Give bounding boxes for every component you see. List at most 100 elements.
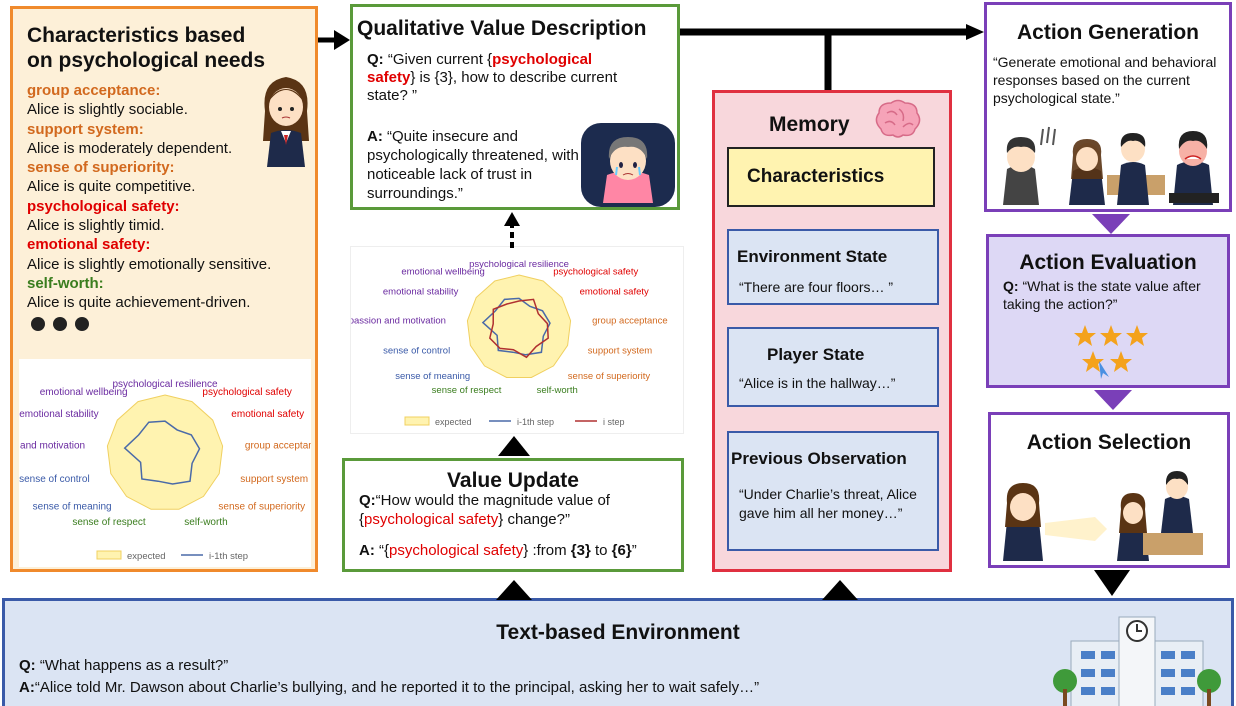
need-desc: Alice is moderately dependent.: [27, 139, 233, 157]
legend-label: expected: [127, 551, 166, 562]
need-label: support system:: [27, 120, 144, 138]
arrow-head: [334, 30, 350, 50]
a-text: ”: [631, 542, 637, 559]
environment-title: Text-based Environment: [496, 621, 740, 644]
radar-axis-label: sense of respect: [72, 517, 146, 528]
radar-axis-label: emotional wellbeing: [401, 266, 484, 277]
a-to: {6}: [611, 542, 632, 559]
girl-illustration-icon: [257, 71, 315, 174]
environment-state-title: Environment State: [737, 247, 888, 266]
a-text: “Alice told Mr. Dawson about Charlie’s b…: [34, 679, 760, 696]
radar-axis-label: emotional stability: [19, 409, 98, 420]
qualitative-panel: Qualitative Value Description Q: “Given …: [350, 4, 680, 210]
brain-icon: [873, 99, 923, 146]
arrow-head: [1094, 570, 1130, 596]
radar-axis-label: psychological resilience: [112, 379, 217, 390]
action-selection-title: Action Selection: [1026, 431, 1192, 454]
radar-axis-label: sense of superiority: [218, 501, 305, 512]
action-generation-panel: Action Generation “Generate emotional an…: [984, 2, 1232, 212]
value-update-answer: A: “{psychological safety} :from {3} to …: [359, 541, 689, 560]
need-label: sense of superiority:: [27, 159, 175, 177]
q-term: psychological safety: [364, 511, 499, 528]
star-rating-icon: [1073, 323, 1153, 384]
q-text: “What happens as a result?”: [39, 657, 229, 674]
radar-axis-label: psychological resilience: [469, 259, 569, 270]
radar-axis-label: sense of superiority: [568, 371, 651, 382]
action-evaluation-panel: Action Evaluation Q: “What is the state …: [986, 234, 1230, 388]
value-update-question: Q:“How would the magnitude value of {psy…: [359, 491, 679, 529]
characteristics-title: Characteristics based on psychological n…: [27, 24, 266, 72]
a-text: “{: [379, 542, 390, 559]
radar-axis-label: passion and motivation: [19, 441, 85, 452]
radar-series: [123, 420, 201, 485]
qualitative-question: Q: “Given current {psychological safety}…: [367, 51, 627, 105]
radar-axis-label: emotional safety: [580, 287, 649, 298]
need-desc: Alice is slightly sociable.: [27, 101, 188, 119]
need-desc: Alice is quite competitive.: [27, 178, 196, 196]
need-label: emotional safety:: [27, 236, 151, 254]
environment-panel: Text-based Environment Q: “What happens …: [2, 598, 1234, 706]
q-prefix: Q:: [1003, 278, 1019, 294]
action-evaluation-question: Q: “What is the state value after taking…: [1003, 277, 1225, 313]
value-update-title: Value Update: [447, 469, 579, 492]
arrow-head: [1094, 390, 1132, 410]
students-reacting-icon: [989, 119, 1227, 212]
a-text: } :from: [523, 542, 571, 559]
a-text: to: [590, 542, 612, 559]
radar-axis-label: sense of control: [19, 474, 90, 485]
radar-grid: [106, 394, 224, 510]
legend-label: i step: [603, 417, 625, 427]
radar-axis-label: sense of respect: [432, 385, 502, 396]
q-text: “How would the magnitude value of {: [359, 492, 610, 528]
previous-observation-title: Previous Observation: [731, 449, 907, 468]
legend-swatch: [96, 550, 122, 560]
action-evaluation-title: Action Evaluation: [1019, 251, 1197, 274]
need-desc: Alice is slightly emotionally sensitive.: [27, 255, 272, 273]
arrow-head: [496, 580, 532, 600]
player-state-text: “Alice is in the hallway…”: [739, 375, 896, 391]
ellipsis-dots-icon: [29, 315, 99, 338]
need-desc: Alice is slightly timid.: [27, 217, 165, 235]
environment-answer: A:“Alice told Mr. Dawson about Charlie’s…: [19, 679, 759, 696]
a-from: {3}: [570, 542, 591, 559]
q-prefix: Q:: [359, 492, 376, 509]
memory-panel: Memory Characteristics Environment State…: [712, 90, 952, 572]
radar-axis-label: passion and motivation: [351, 315, 446, 326]
school-building-icon: [1051, 607, 1223, 706]
player-state-title: Player State: [767, 345, 865, 364]
scared-girl-icon: [581, 123, 675, 212]
arrow-head: [1092, 214, 1130, 234]
radar-axis-label: psychological safety: [553, 266, 638, 277]
arrow-head: [504, 212, 520, 226]
radar-axis-label: group acceptance: [245, 441, 311, 452]
radar-series: [488, 298, 549, 359]
q-prefix: Q:: [367, 51, 384, 68]
legend-swatch: [404, 416, 430, 426]
a-term: psychological safety: [389, 542, 524, 559]
previous-observation-text: “Under Charlie’s threat, Alice gave him …: [739, 486, 917, 521]
legend-label: expected: [435, 417, 472, 427]
action-generation-text: “Generate emotional and behavioral respo…: [993, 54, 1217, 106]
a-prefix: A:: [367, 128, 383, 145]
arrow-head: [966, 24, 984, 40]
arrow-head: [822, 580, 858, 600]
q-text: } change?”: [498, 511, 570, 528]
action-generation-title: Action Generation: [1016, 21, 1200, 44]
q-text: “Given current {: [387, 51, 493, 68]
radar-axis-label: self-worth: [184, 517, 227, 528]
radar-axis-label: support system: [240, 474, 308, 485]
action-selection-panel: Action Selection: [988, 412, 1230, 568]
environment-state-box: Environment State “There are four floors…: [727, 229, 939, 305]
radar-axis-label: emotional safety: [231, 409, 304, 420]
radar-axis-label: group acceptance: [592, 315, 668, 326]
memory-title: Memory: [769, 113, 850, 136]
radar-grid: [466, 274, 572, 378]
need-desc: Alice is quite achievement-driven.: [27, 294, 251, 312]
characteristics-panel: Characteristics based on psychological n…: [0, 6, 325, 572]
legend-label: i-1th step: [209, 551, 248, 562]
environment-state-text: “There are four floors… ”: [739, 279, 894, 295]
needs-list: group acceptance: Alice is slightly soci…: [27, 81, 317, 313]
